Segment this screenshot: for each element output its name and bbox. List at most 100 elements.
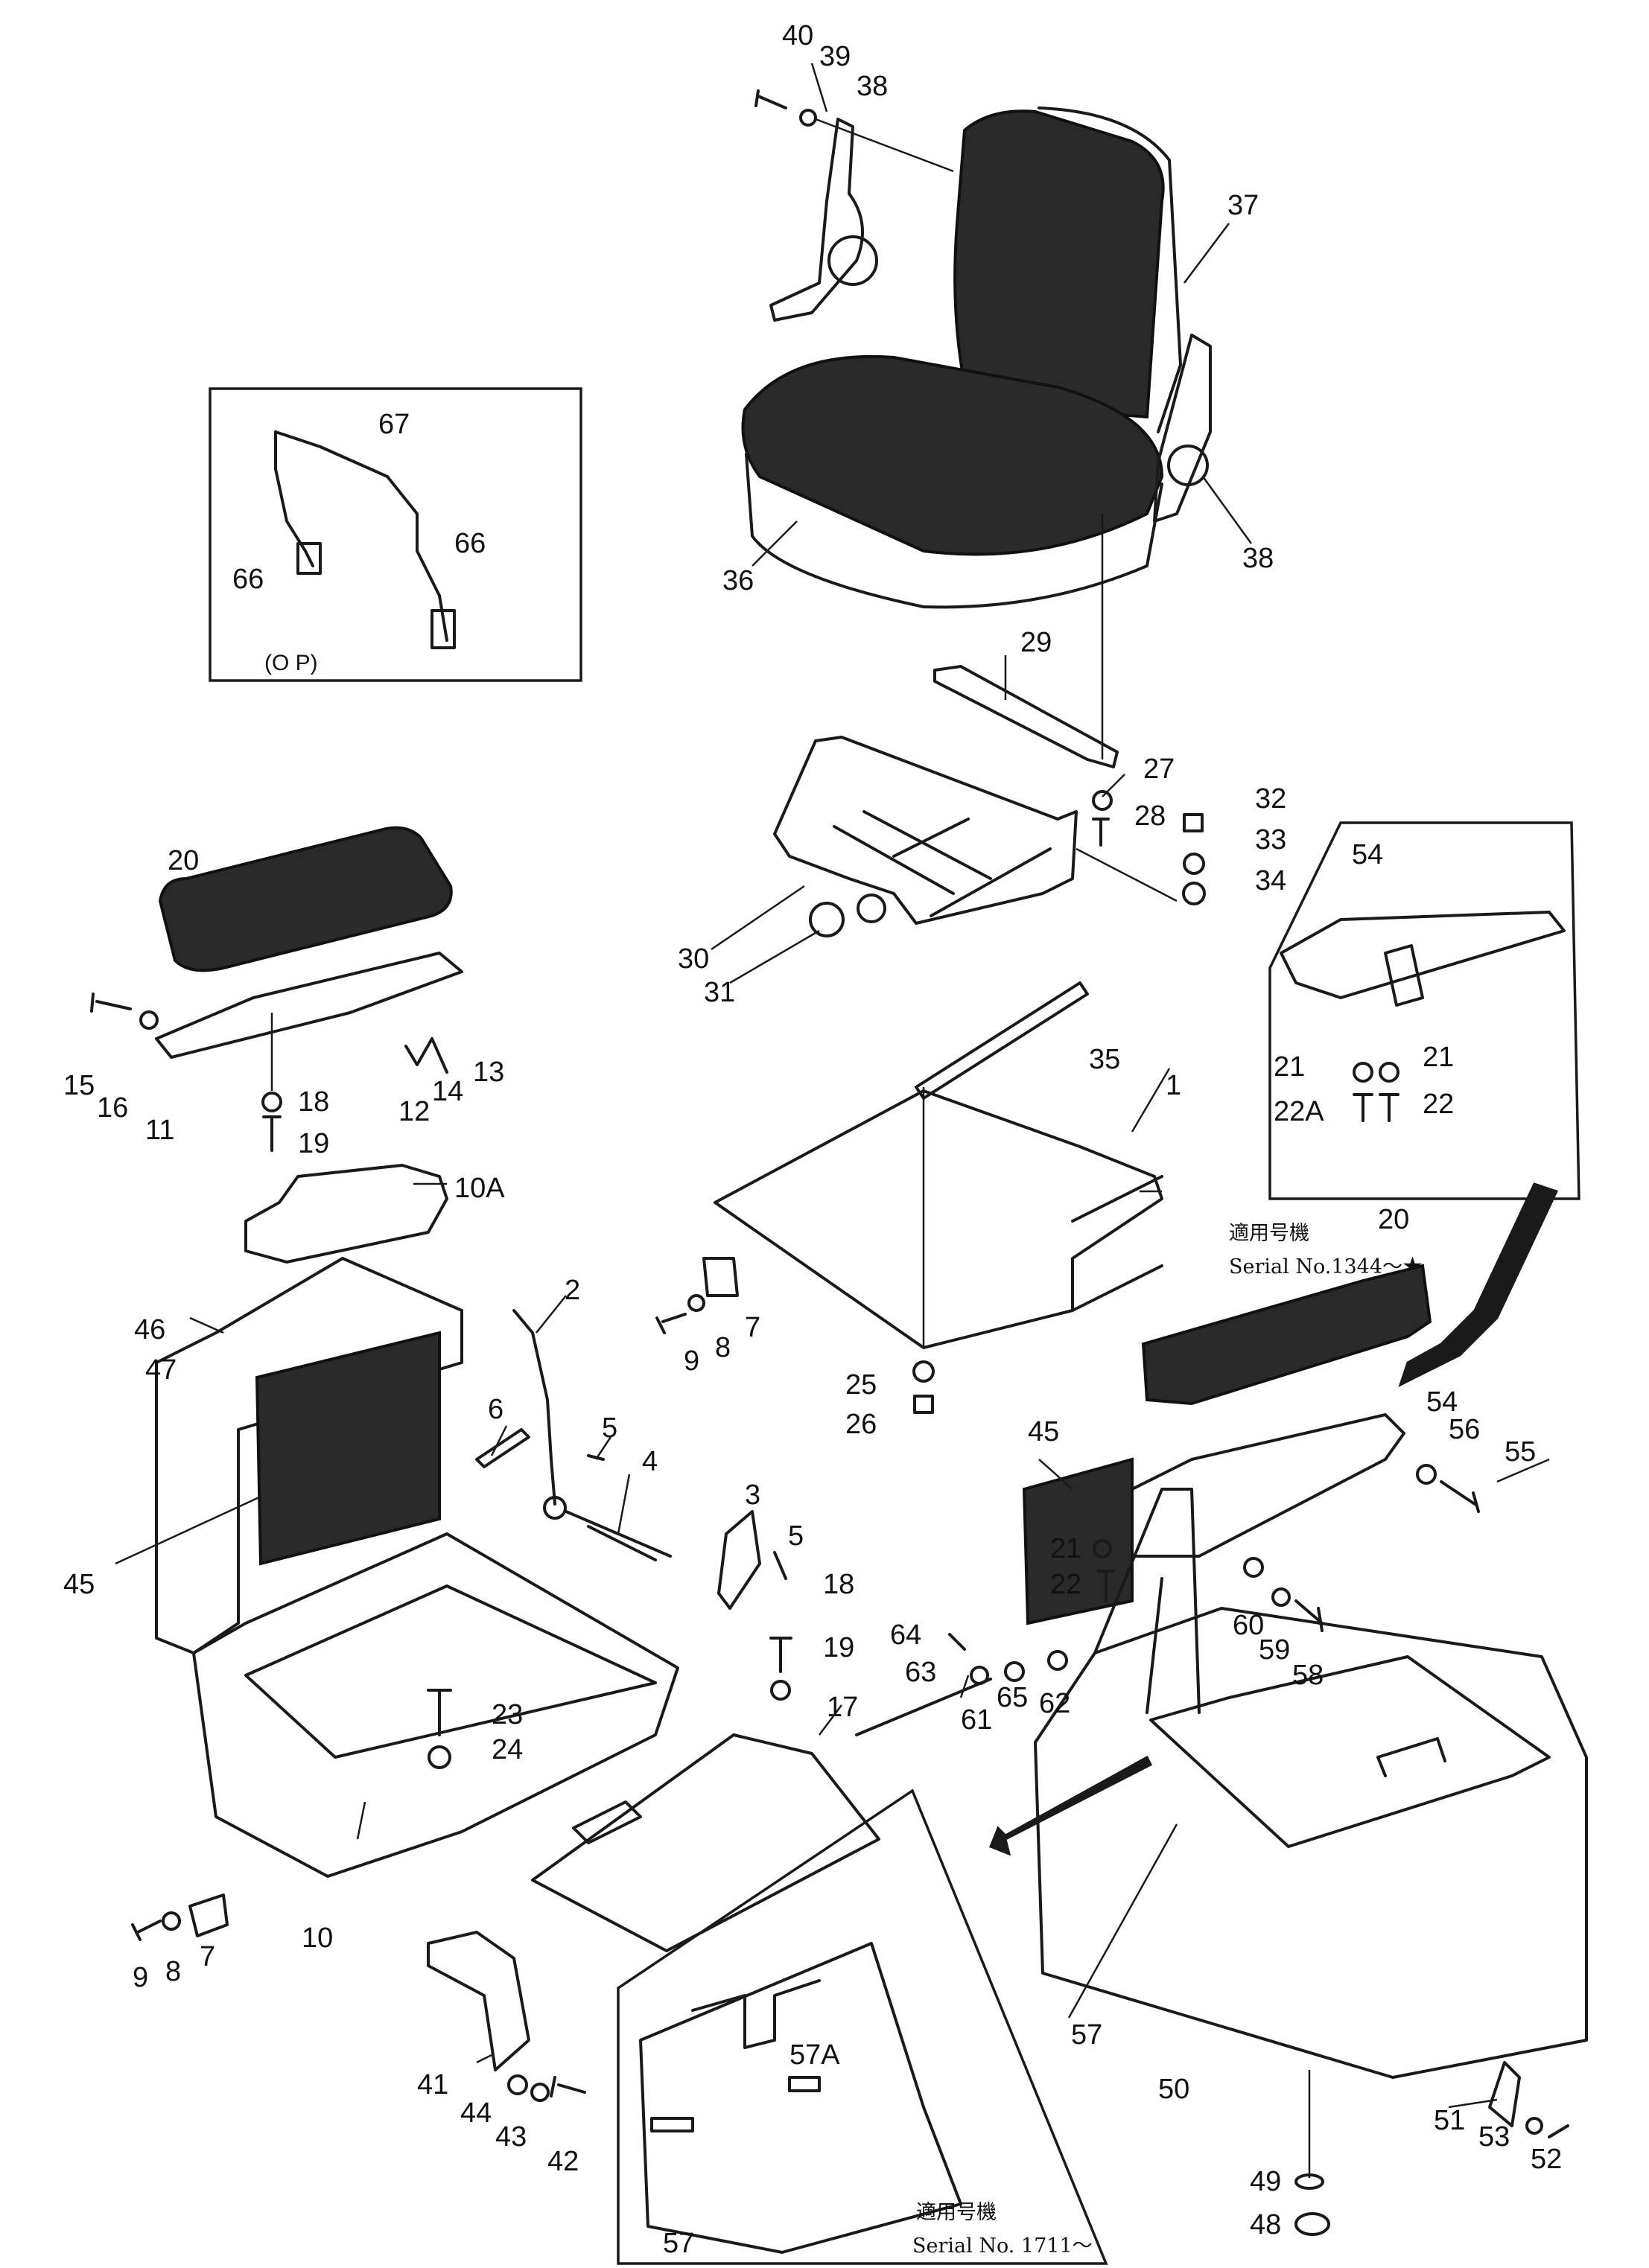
pin-5b — [773, 1551, 787, 1580]
callout-66-left: 66 — [232, 564, 264, 595]
box-support-post — [1093, 1488, 1201, 1714]
slide-rail-35 — [915, 981, 1089, 1100]
lever-2 — [512, 1309, 556, 1506]
callout-56: 56 — [1449, 1414, 1480, 1445]
washer-56 — [1416, 1464, 1437, 1485]
scissor-mechanism — [833, 810, 1052, 917]
callout-59: 59 — [1259, 1634, 1290, 1666]
spring-6 — [475, 1428, 530, 1468]
seatbelt-buckle-left — [296, 542, 322, 575]
callout-labels: 40 39 38 37 36 38 67 66 66 29 27 28 32 3… — [63, 20, 1562, 2259]
note-bottom-line2: Serial No. 1711～ — [912, 2234, 1093, 2258]
bolt-23 — [427, 1689, 452, 1736]
washer-21c — [1093, 1539, 1112, 1558]
option-frame — [209, 387, 582, 682]
bolt-19a — [262, 1115, 282, 1152]
washer-44 — [507, 2074, 528, 2095]
callout-9-top: 9 — [684, 1345, 699, 1377]
suspension-knob — [809, 902, 845, 937]
washer-60 — [1243, 1557, 1264, 1578]
suspension-top-rail — [933, 665, 1119, 768]
pin-18b — [769, 1637, 792, 1673]
callout-9-bottom: 9 — [133, 1962, 148, 1993]
callout-19-mid: 19 — [823, 1632, 854, 1663]
callout-6: 6 — [488, 1394, 503, 1425]
callout-20-left: 20 — [168, 845, 199, 876]
seatbelt-strap — [274, 430, 448, 642]
seat-base-shell — [745, 453, 1163, 609]
seat-pivot-knob — [1167, 445, 1209, 486]
lid-57-rail — [691, 1979, 821, 2049]
bolt-58 — [1294, 1599, 1324, 1632]
callout-31: 31 — [704, 977, 735, 1008]
callout-28: 28 — [1134, 800, 1166, 832]
bracket-7a — [702, 1257, 739, 1297]
armrest-spring-13 — [404, 1037, 448, 1074]
bolt-55 — [1440, 1480, 1480, 1513]
callout-52: 52 — [1531, 2144, 1562, 2175]
callout-37: 37 — [1227, 190, 1259, 221]
bracket-3 — [717, 1510, 761, 1610]
washer-8a — [687, 1294, 705, 1312]
washer-18a — [261, 1092, 282, 1112]
armrest-plate-54 — [1116, 1413, 1405, 1558]
callout-4: 4 — [642, 1446, 658, 1477]
washer-43 — [530, 2083, 550, 2102]
bolt-22-detail — [1379, 1093, 1399, 1122]
seatbelt-buckle-right — [430, 609, 456, 649]
detail-frame-top — [1268, 821, 1580, 1200]
callout-7-bottom: 7 — [200, 1941, 215, 1972]
callout-67: 67 — [378, 409, 410, 440]
callout-25: 25 — [845, 1369, 877, 1401]
callout-41: 41 — [417, 2069, 448, 2100]
callout-66-right: 66 — [454, 528, 486, 559]
callout-21-detail-left: 21 — [1274, 1051, 1305, 1083]
callout-53: 53 — [1478, 2121, 1510, 2153]
washer-19b — [770, 1680, 791, 1701]
seat-backrest-frame — [1038, 106, 1182, 433]
washer-27 — [1092, 790, 1113, 811]
washer-24 — [428, 1745, 451, 1769]
callout-27: 27 — [1143, 754, 1175, 785]
bracket-41 — [427, 1931, 530, 2071]
washer-34 — [1182, 882, 1206, 905]
bolt-42 — [550, 2076, 586, 2097]
seat-cushion — [741, 354, 1164, 556]
rod-4 — [565, 1510, 672, 1561]
callout-10A: 10A — [454, 1173, 505, 1204]
note-bottom-line1: 適用号機 — [916, 2201, 997, 2224]
bolt-9b — [131, 1920, 162, 1941]
callout-34: 34 — [1255, 865, 1286, 896]
washer-33 — [1183, 853, 1205, 875]
callout-2: 2 — [565, 1275, 580, 1306]
left-console — [131, 1257, 880, 2102]
note-top-line1: 適用号機 — [1229, 1222, 1309, 1245]
callout-55: 55 — [1505, 1436, 1536, 1468]
callout-20-right: 20 — [1378, 1204, 1409, 1235]
callout-30: 30 — [678, 943, 709, 975]
label-option: (O P) — [264, 651, 318, 675]
floor-plate-1 — [714, 1089, 1163, 1349]
callout-1: 1 — [1166, 1070, 1181, 1101]
arrow-to-armrest — [1398, 1182, 1559, 1387]
callout-47: 47 — [145, 1354, 177, 1386]
detail-frame-bottom — [617, 1788, 1108, 2265]
callout-18-mid: 18 — [823, 1569, 854, 1600]
washer-39 — [799, 109, 817, 127]
seat-assembly — [741, 89, 1212, 759]
callout-54-detail: 54 — [1352, 839, 1383, 870]
seatbelt-option: (O P) — [209, 387, 582, 682]
hinge-57A-left — [650, 2117, 694, 2132]
callout-13: 13 — [473, 1057, 504, 1088]
callout-64: 64 — [890, 1619, 921, 1651]
plate-17 — [531, 1733, 880, 1952]
callout-7-top: 7 — [745, 1312, 760, 1343]
callout-61: 61 — [961, 1704, 992, 1736]
callout-22A: 22A — [1274, 1096, 1324, 1127]
callout-17: 17 — [827, 1692, 858, 1723]
callout-16: 16 — [97, 1092, 128, 1124]
floor-plate-1-side — [1071, 1175, 1163, 1312]
console-box-inner — [244, 1584, 657, 1759]
nut-32 — [1183, 813, 1204, 832]
pin-64 — [948, 1633, 966, 1651]
